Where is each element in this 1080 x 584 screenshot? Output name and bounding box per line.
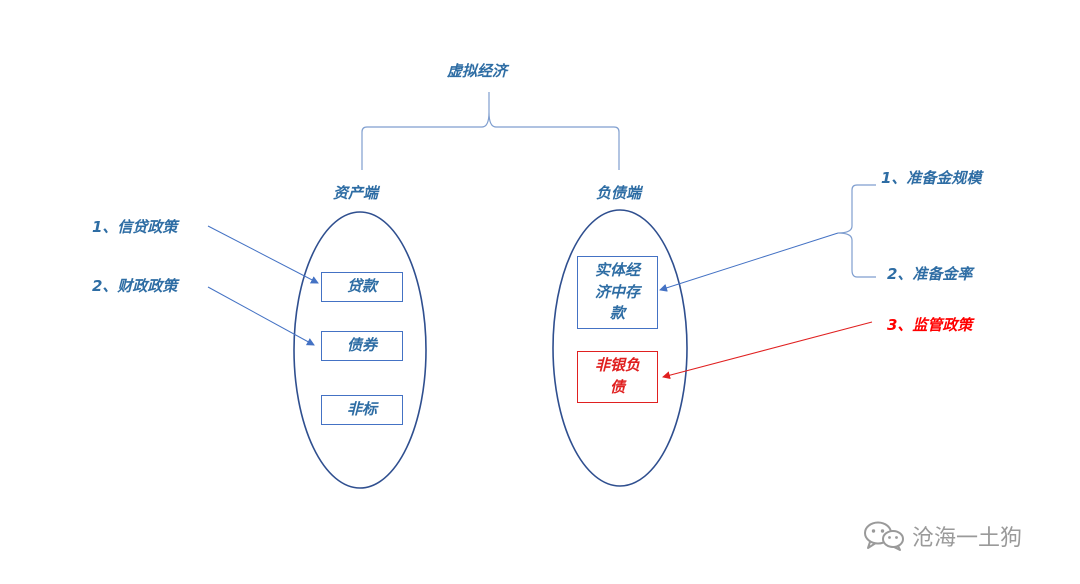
deposit-box: 实体经济中存款 (577, 256, 658, 329)
wechat-icon (864, 521, 904, 551)
credit-policy-label: 1、信贷政策 (92, 218, 178, 236)
reserve-arrow (659, 232, 839, 292)
loan-box: 贷款 (321, 272, 403, 302)
fiscal-policy-label: 2、财政政策 (92, 277, 178, 295)
regulation-label: 3、监管政策 (887, 316, 973, 334)
nonstandard-box: 非标 (321, 395, 403, 425)
top-brace (361, 92, 620, 170)
watermark: 沧海一土狗 (862, 520, 1022, 552)
regulation-arrow (662, 321, 873, 380)
root-label: 虚拟经济 (447, 62, 508, 80)
nonbank-liability-box: 非银负债 (577, 351, 658, 403)
reserve-ratio-label: 2、准备金率 (887, 265, 973, 283)
right-brace (837, 184, 876, 278)
bond-box: 债券 (321, 331, 403, 361)
credit-policy-arrow (207, 225, 319, 284)
fiscal-policy-arrow (207, 286, 315, 346)
liabilities-ellipse (552, 209, 688, 487)
assets-label: 资产端 (333, 184, 379, 202)
assets-ellipse (293, 211, 427, 489)
liabilities-label: 负债端 (596, 184, 642, 202)
reserve-size-label: 1、准备金规模 (881, 169, 982, 187)
watermark-text: 沧海一土狗 (912, 526, 1023, 551)
